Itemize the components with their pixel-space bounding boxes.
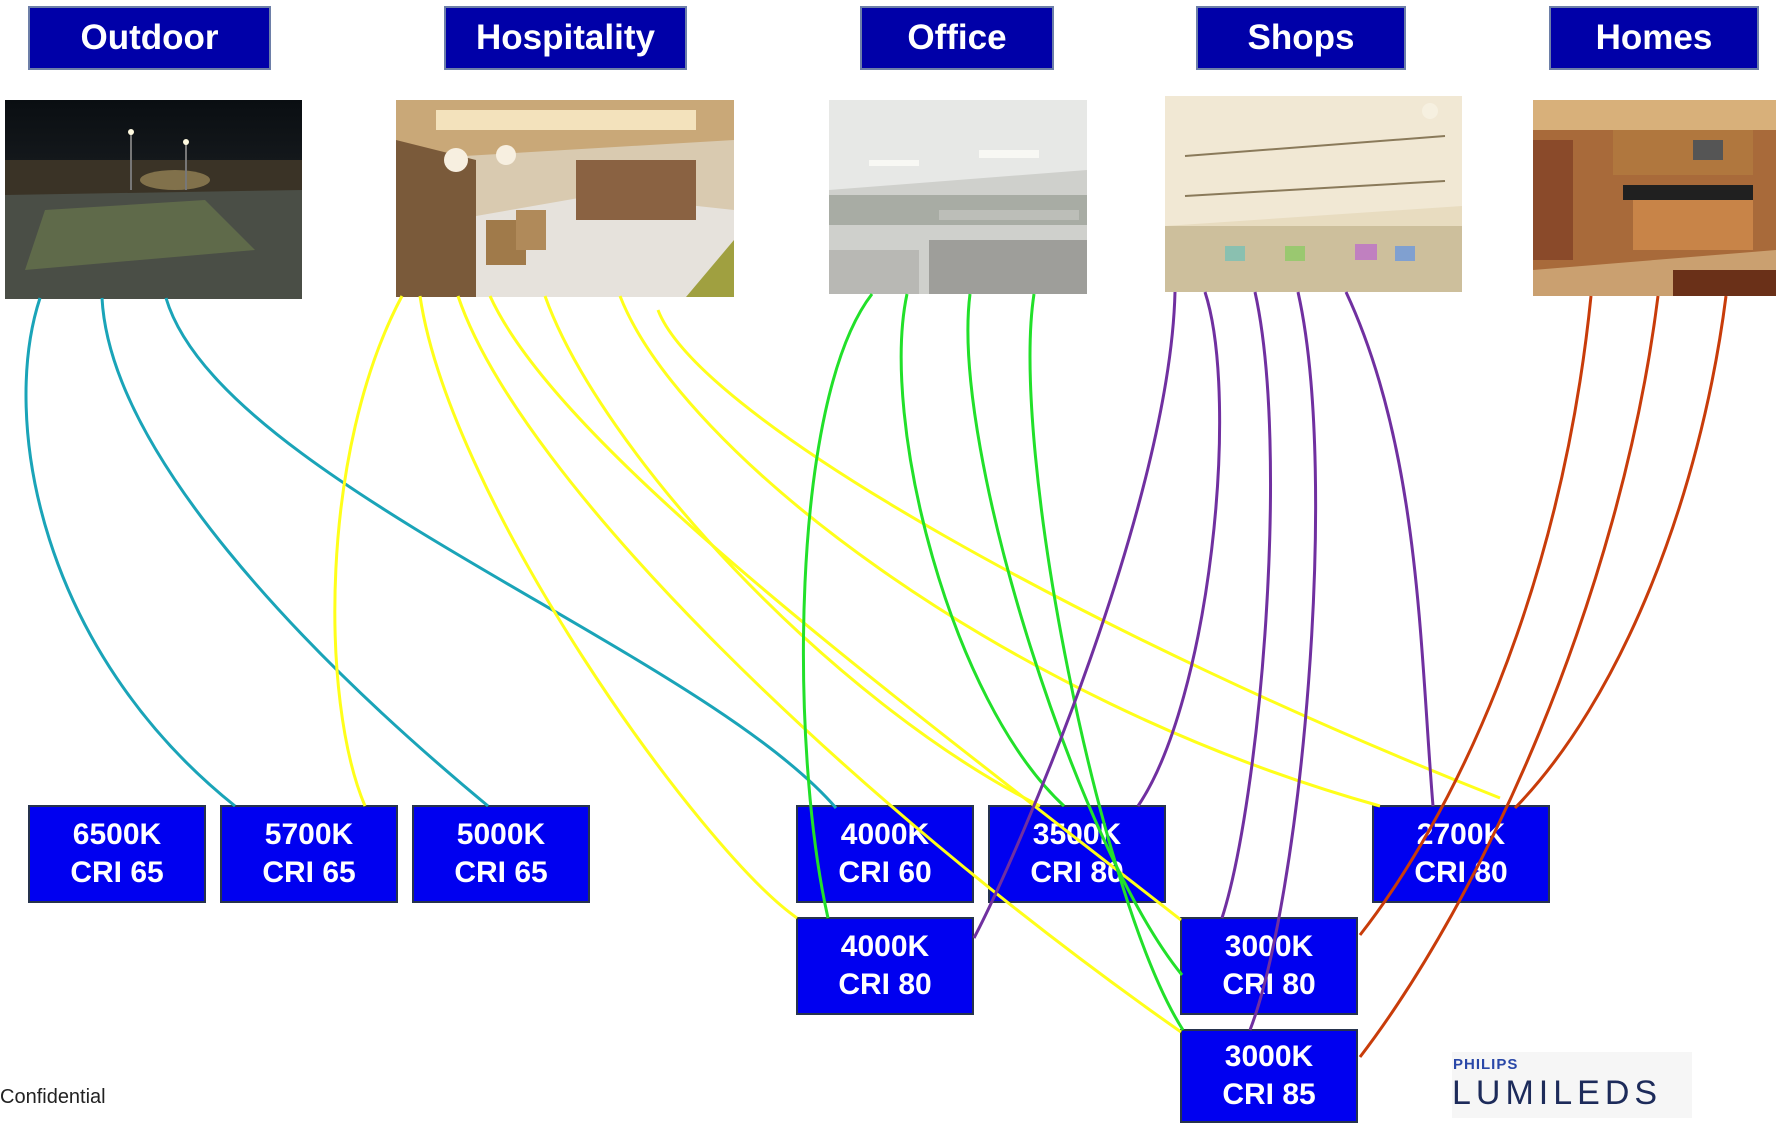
- connector-outdoor-5700k: [100, 297, 489, 808]
- spec-cri: CRI 60: [838, 856, 932, 889]
- connector-office-3500k-cri80: [899, 293, 1066, 808]
- category-label-homes: Homes: [1549, 6, 1759, 70]
- photo-hospitality: [396, 100, 734, 297]
- spec-box-6500k-cri65: 6500K CRI 65: [28, 805, 206, 903]
- spec-cri: CRI 80: [1222, 968, 1316, 1001]
- spec-box-4000k-cri80: 4000K CRI 80: [796, 917, 974, 1015]
- spec-cct: 6500K: [72, 818, 162, 851]
- connector-shops-2700k-cri80: [1344, 291, 1435, 807]
- photo-outdoor: [5, 100, 302, 299]
- connector-hospitality-2700k-cri80-a: [618, 295, 1381, 808]
- confidential-label: Confidential: [0, 1086, 106, 1108]
- photo-office: [829, 100, 1087, 294]
- spec-cri: CRI 80: [1414, 856, 1508, 889]
- category-label-shops: Shops: [1196, 6, 1406, 70]
- spec-box-3000k-cri85: 3000K CRI 85: [1180, 1029, 1358, 1123]
- connector-shops-3000k-cri80: [1220, 291, 1273, 919]
- spec-box-3000k-cri80: 3000K CRI 80: [1180, 917, 1358, 1015]
- connector-hospitality-2700k-cri80-b: [656, 309, 1501, 800]
- spec-cct: 4000K: [840, 930, 930, 963]
- spec-cct: 3000K: [1224, 930, 1314, 963]
- category-label-office: Office: [860, 6, 1054, 70]
- spec-cct: 3000K: [1224, 1040, 1314, 1073]
- connector-hospitality-5700k: [333, 295, 404, 807]
- spec-cri: CRI 85: [1222, 1078, 1316, 1111]
- philips-lumileds-logo: PHILIPS LUMILEDS: [1452, 1052, 1692, 1118]
- spec-cri: CRI 65: [262, 856, 356, 889]
- connector-office-3000k-cri85: [1028, 293, 1185, 1031]
- spec-cri: CRI 65: [70, 856, 164, 889]
- category-label-outdoor: Outdoor: [28, 6, 271, 70]
- connector-shops-3500k-cri80: [1136, 291, 1222, 807]
- logo-brand-main: LUMILEDS: [1452, 1074, 1663, 1112]
- spec-box-5000k-cri65: 5000K CRI 65: [412, 805, 590, 903]
- connector-outdoor-6500k: [24, 297, 236, 808]
- spec-box-4000k-cri60: 4000K CRI 60: [796, 805, 974, 903]
- photo-homes: [1533, 100, 1776, 296]
- spec-cri: CRI 80: [1030, 856, 1124, 889]
- spec-cri: CRI 80: [838, 968, 932, 1001]
- spec-box-3500k-cri80: 3500K CRI 80: [988, 805, 1166, 903]
- spec-cct: 5700K: [264, 818, 354, 851]
- spec-cct: 4000K: [840, 818, 930, 851]
- spec-cct: 5000K: [456, 818, 546, 851]
- connector-outdoor-4000k-cri60: [164, 297, 838, 809]
- photo-shops: [1165, 96, 1462, 292]
- logo-brand-top: PHILIPS: [1453, 1056, 1519, 1073]
- spec-cct: 3500K: [1032, 818, 1122, 851]
- spec-cct: 2700K: [1416, 818, 1506, 851]
- connector-homes-3000k-cri85: [1358, 295, 1660, 1058]
- spec-box-5700k-cri65: 5700K CRI 65: [220, 805, 398, 903]
- spec-box-2700k-cri80: 2700K CRI 80: [1372, 805, 1550, 903]
- connector-hospitality-3500k-cri80: [543, 295, 1041, 808]
- category-label-hospitality: Hospitality: [444, 6, 687, 70]
- spec-cri: CRI 65: [454, 856, 548, 889]
- connector-homes-2700k-cri80: [1513, 295, 1728, 810]
